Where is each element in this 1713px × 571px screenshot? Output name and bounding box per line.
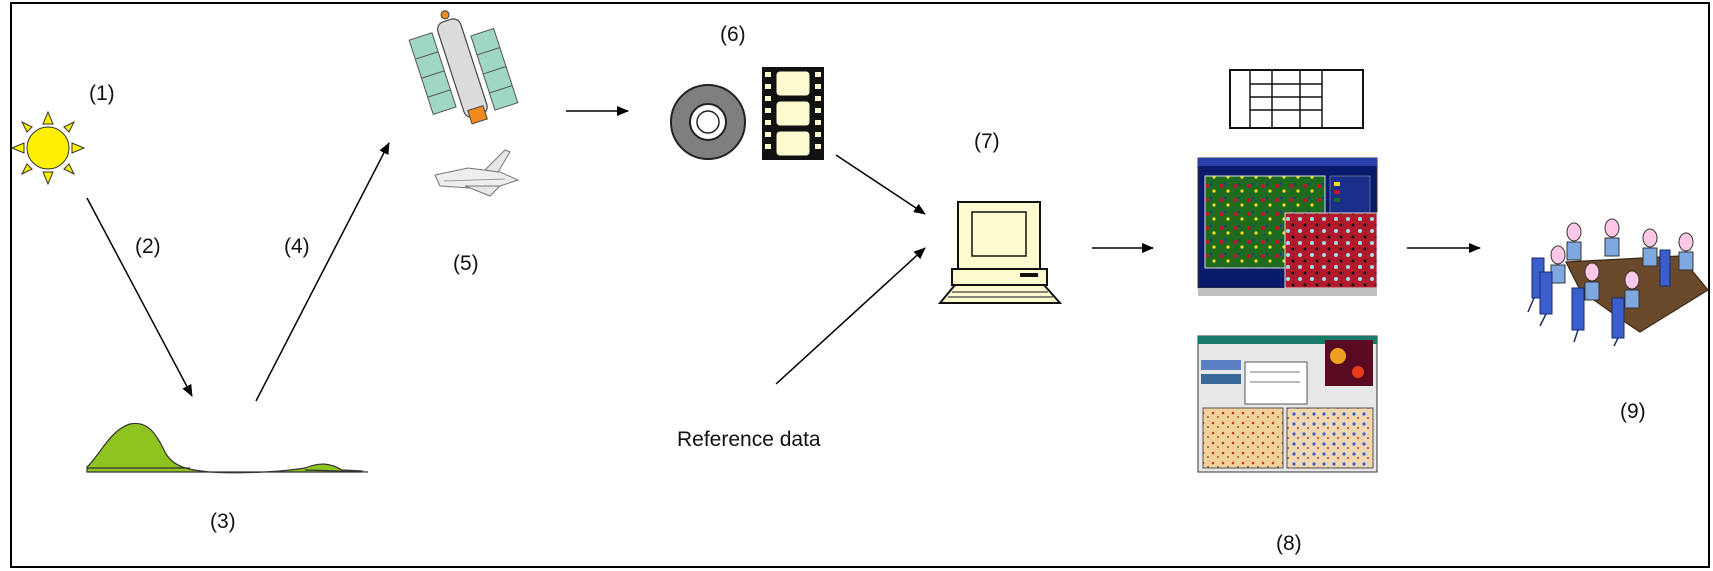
table-icon [1229, 69, 1364, 129]
arrow-incoming-radiation [86, 197, 193, 397]
satellite-icon [408, 10, 519, 125]
label-sun: (1) [89, 82, 115, 105]
label-products: (8) [1276, 532, 1302, 555]
arrow-reflected-radiation [255, 142, 390, 402]
label-reflected: (4) [284, 235, 310, 258]
computer-icon [937, 201, 1063, 304]
map-screen-icon [1197, 335, 1378, 473]
label-reference-data: Reference data [677, 428, 821, 451]
label-incoming: (2) [135, 235, 161, 258]
label-storage: (6) [720, 23, 746, 46]
map-screen-icon [1197, 157, 1378, 296]
label-processing: (7) [974, 130, 1000, 153]
label-platforms: (5) [453, 252, 479, 275]
sun-icon [10, 110, 86, 186]
tape-reel-icon [670, 84, 746, 160]
label-earth: (3) [210, 510, 236, 533]
arrow-to-processing [835, 154, 926, 215]
arrow-reference-data [775, 247, 926, 385]
label-users: (9) [1620, 400, 1646, 423]
diagram-frame [10, 2, 1710, 568]
meeting-table-icon [1527, 218, 1709, 347]
terrain-icon [86, 422, 369, 474]
space-shuttle-icon [434, 149, 520, 197]
film-strip-icon [762, 67, 824, 160]
